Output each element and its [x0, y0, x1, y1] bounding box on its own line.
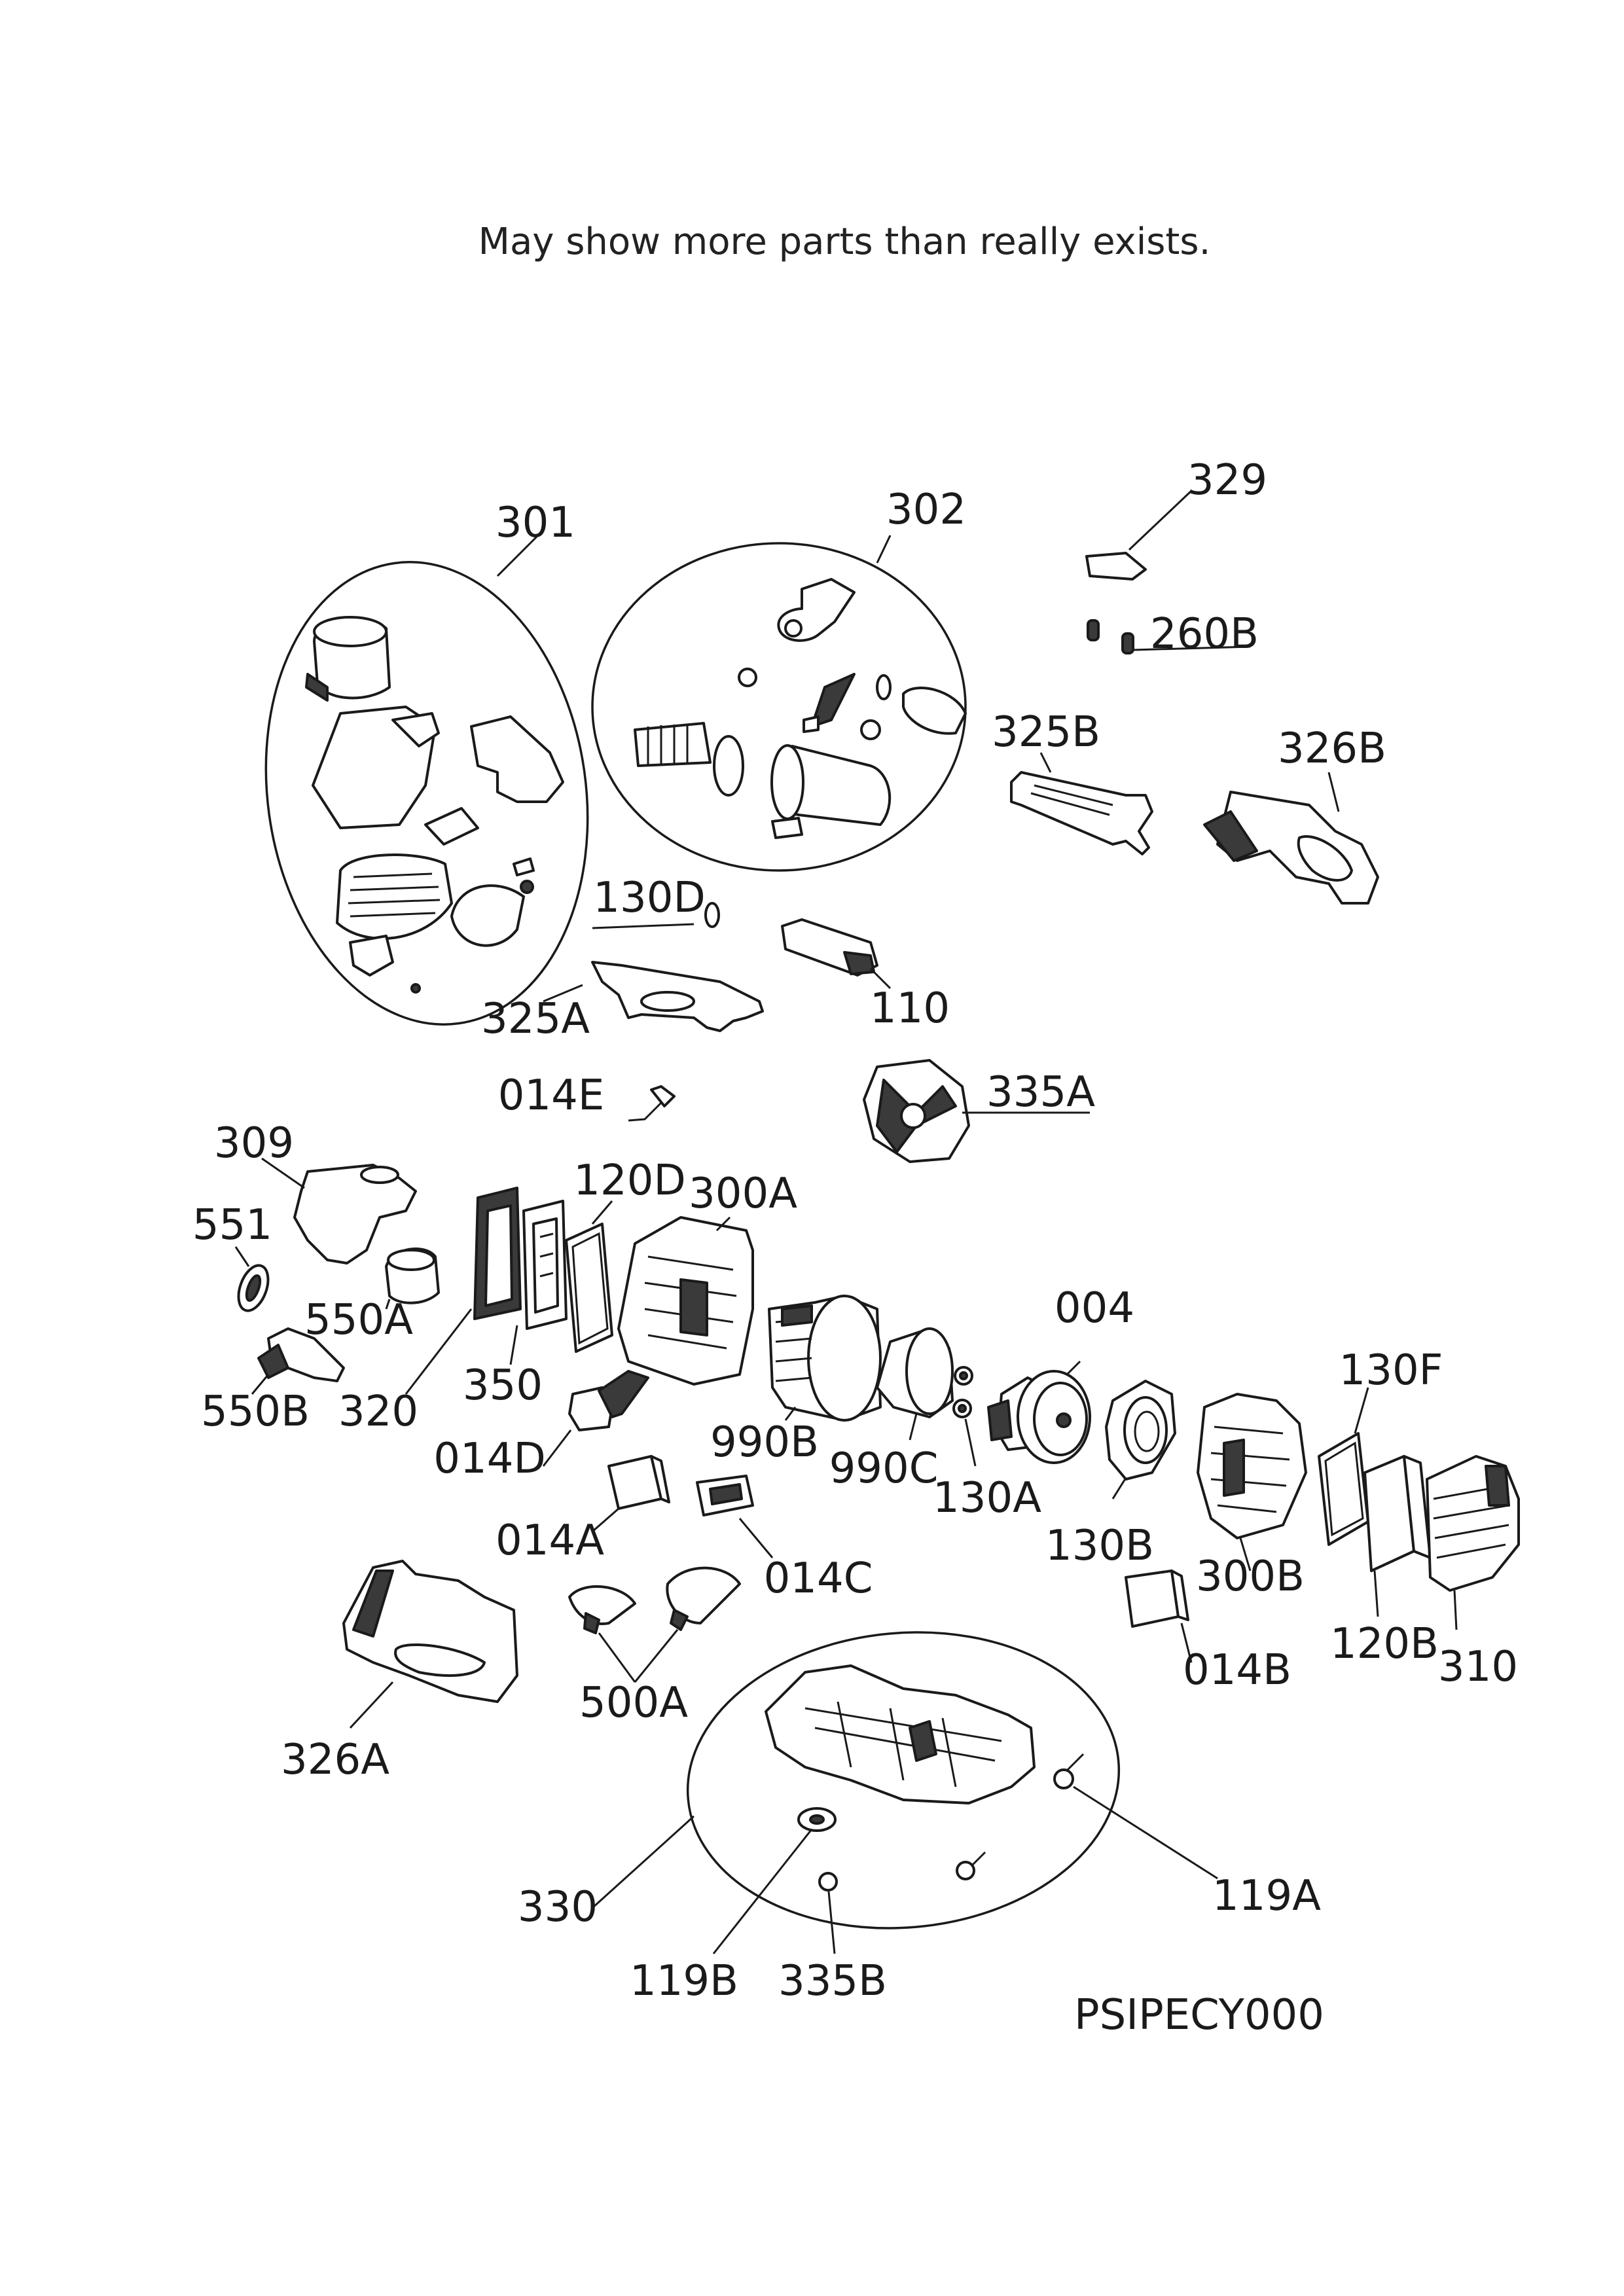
label-309: 309 [214, 1119, 294, 1168]
label-130B: 130B [1045, 1522, 1154, 1570]
part-990C [876, 1327, 954, 1441]
label-550B: 550B [201, 1388, 310, 1436]
label-014B: 014B [1183, 1646, 1291, 1695]
label-990C: 990C [829, 1444, 939, 1493]
label-130A: 130A [933, 1474, 1041, 1522]
part-014B [1125, 1570, 1193, 1663]
part-551 [234, 1246, 270, 1312]
label-130F: 130F [1339, 1346, 1443, 1395]
part-300B [1197, 1393, 1307, 1571]
label-350: 350 [463, 1361, 543, 1410]
part-326A [342, 1560, 518, 1729]
part-120D [565, 1200, 613, 1353]
label-119A: 119A [1212, 1872, 1321, 1920]
label-260B: 260B [1150, 610, 1259, 658]
part-500A [568, 1566, 741, 1683]
label-120D: 120D [573, 1157, 685, 1205]
label-119B: 119B [630, 1957, 738, 2005]
label-014D: 014D [433, 1435, 545, 1483]
label-990B: 990B [710, 1418, 819, 1467]
part-group-301 [264, 535, 589, 1026]
part-004 [987, 1360, 1091, 1464]
label-326B: 326B [1278, 725, 1386, 773]
part-325A [543, 961, 764, 1032]
part-014D [542, 1370, 649, 1467]
label-301: 301 [496, 499, 575, 547]
part-550A [385, 1247, 440, 1310]
part-110 [781, 918, 892, 990]
label-302: 302 [886, 486, 966, 534]
label-110: 110 [870, 984, 950, 1033]
label-004: 004 [1055, 1284, 1134, 1333]
part-130B [1105, 1380, 1176, 1499]
part-014E [628, 1085, 676, 1122]
part-group-330 [591, 1631, 1218, 1954]
label-320: 320 [338, 1388, 418, 1436]
part-350 [509, 1200, 568, 1365]
part-120B [1363, 1455, 1432, 1617]
part-309 [261, 1157, 417, 1265]
part-326B [1203, 772, 1379, 905]
part-260B [1087, 619, 1251, 655]
label-310: 310 [1438, 1643, 1518, 1691]
part-300A [617, 1216, 754, 1386]
part-550B [251, 1327, 345, 1395]
part-329 [1085, 490, 1193, 581]
part-325B [1010, 752, 1153, 855]
label-335B: 335B [778, 1957, 887, 2005]
label-014A: 014A [496, 1516, 604, 1565]
part-014A [592, 1455, 670, 1533]
part-130A [952, 1366, 977, 1467]
part-130D [592, 902, 720, 929]
label-500A: 500A [579, 1679, 688, 1727]
part-990B [768, 1295, 882, 1422]
diagram-code: PSIPECY000 [1074, 1991, 1324, 2039]
part-310 [1426, 1455, 1520, 1630]
label-329: 329 [1187, 456, 1267, 505]
label-551: 551 [192, 1201, 272, 1249]
label-325B: 325B [992, 708, 1100, 757]
label-330: 330 [518, 1883, 598, 1931]
part-320 [405, 1187, 522, 1395]
label-130D: 130D [593, 874, 705, 922]
label-300A: 300A [689, 1170, 797, 1218]
diagram-note: May show more parts than really exists. [478, 221, 1211, 263]
part-335A [863, 1059, 1090, 1163]
part-130F [1318, 1387, 1369, 1546]
label-120B: 120B [1330, 1620, 1439, 1668]
part-014C [696, 1475, 774, 1558]
part-group-302 [591, 535, 967, 872]
label-325A: 325A [481, 995, 590, 1043]
label-550A: 550A [304, 1296, 413, 1344]
label-335A: 335A [986, 1068, 1095, 1117]
label-014C: 014C [764, 1554, 873, 1603]
label-326A: 326A [281, 1736, 389, 1784]
label-300B: 300B [1196, 1552, 1305, 1601]
label-014E: 014E [498, 1071, 605, 1120]
